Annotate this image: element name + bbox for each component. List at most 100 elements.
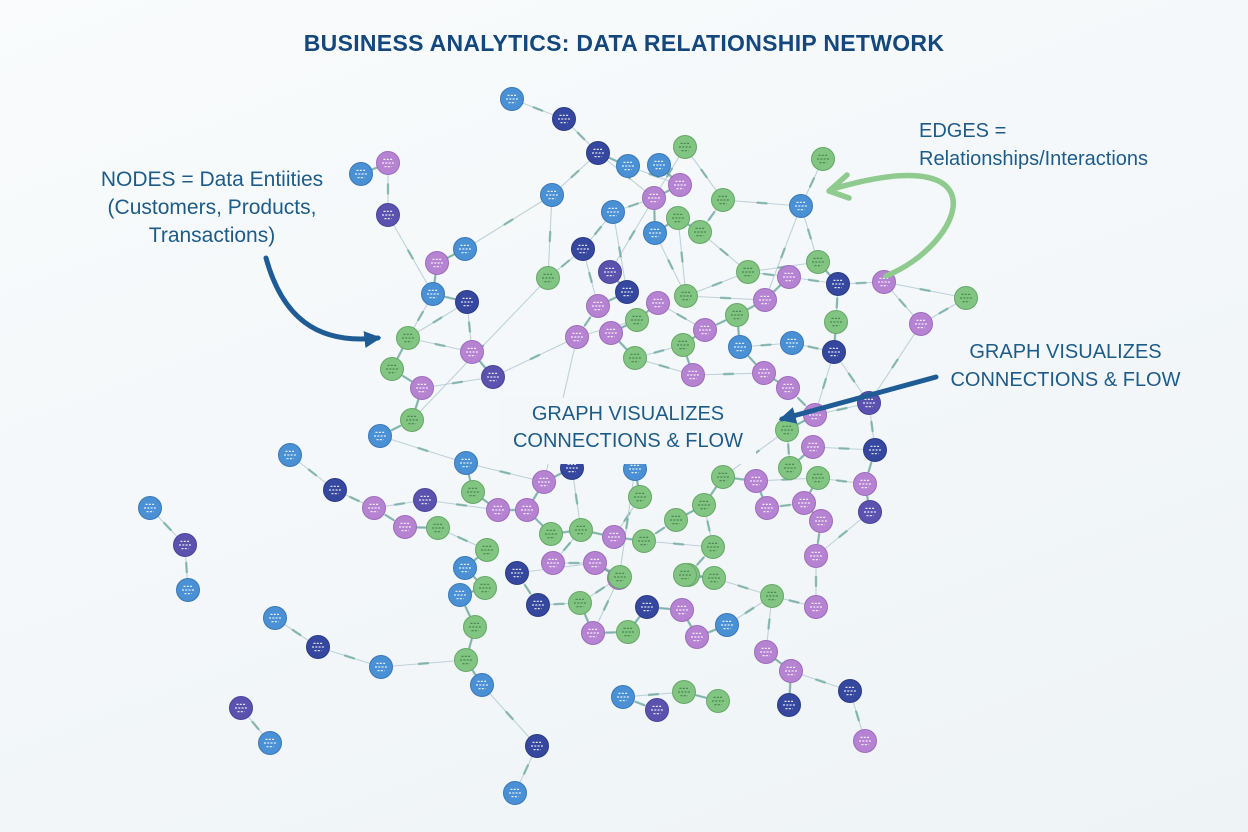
graph-edge-dash — [867, 461, 873, 473]
graph-node-circle — [668, 173, 692, 197]
graph-node — [863, 438, 887, 462]
graph-edge-dash — [788, 682, 792, 694]
graph-node — [515, 498, 539, 522]
graph-node-circle — [611, 685, 635, 709]
graph-edge-dash — [532, 106, 544, 112]
graph-edge-dash — [478, 359, 487, 370]
graph-edge-dash — [855, 710, 860, 722]
graph-edge-dash — [291, 628, 302, 637]
graph-node — [806, 466, 830, 490]
graph-node — [711, 465, 735, 489]
graph-edge-dash — [796, 453, 807, 462]
graph-node — [258, 731, 282, 755]
graph-node — [368, 424, 392, 448]
graph-edge-dash — [795, 419, 807, 426]
edges-annotation-line1: EDGES = — [919, 120, 1007, 142]
graph-node-circle — [598, 260, 622, 284]
nodes-annotation-line2: (Customers, Products, — [107, 196, 317, 219]
graph-node — [688, 220, 712, 244]
graph-edge-dash — [807, 278, 820, 283]
graph-node — [674, 284, 698, 308]
graph-node-circle — [647, 153, 671, 177]
graph-edge-dash — [767, 618, 771, 630]
graph-node-circle — [645, 698, 669, 722]
graph-node — [583, 551, 607, 575]
graph-node — [646, 291, 670, 315]
graph-edge-dash — [384, 513, 395, 522]
graph-node-circle — [455, 290, 479, 314]
graph-edge-dash — [711, 281, 723, 287]
graph-node-circle — [616, 154, 640, 178]
graph-node — [461, 480, 485, 504]
graph-node — [635, 595, 659, 619]
graph-edge-dash — [833, 331, 837, 343]
graph-node-circle — [776, 376, 800, 400]
graph-node — [526, 593, 550, 617]
graph-node — [736, 260, 760, 284]
graph-edge-dash — [822, 377, 827, 390]
graph-node — [753, 288, 777, 312]
graph-node-circle — [792, 491, 816, 515]
graph-node — [775, 418, 799, 442]
graph-node-circle — [673, 563, 697, 587]
graph-node-circle — [540, 183, 564, 207]
graph-node — [454, 648, 478, 672]
nodes-annotation-arrow — [263, 255, 382, 348]
flow-annotation-line1: GRAPH VISUALIZES — [969, 341, 1162, 363]
graph-node-circle — [581, 621, 605, 645]
graph-node — [776, 376, 800, 400]
graph-node-circle — [460, 340, 484, 364]
graph-node — [672, 680, 696, 704]
graph-node — [643, 221, 667, 245]
graph-edge-dash — [760, 343, 772, 347]
graph-node — [752, 361, 776, 385]
graph-edge-dash — [562, 541, 572, 552]
graph-node — [453, 237, 477, 261]
graph-edge-dash — [591, 531, 604, 536]
graph-node-circle — [760, 584, 784, 608]
graph-node-circle — [586, 141, 610, 165]
graph-edge-dash — [163, 522, 172, 531]
flow-annotation: GRAPH VISUALIZES CONNECTIONS & FLOW — [938, 338, 1193, 394]
graph-edge-dash — [806, 228, 813, 240]
graph-edge-dash — [414, 398, 420, 410]
graph-node — [448, 583, 472, 607]
graph-node-circle — [258, 731, 282, 755]
graph-node — [755, 496, 779, 520]
graph-node — [380, 357, 404, 381]
graph-edge-dash — [499, 470, 511, 475]
graph-node-circle — [728, 335, 752, 359]
edges-annotation-arrow — [833, 172, 956, 279]
graph-edge-dash — [552, 471, 564, 479]
page-title: BUSINESS ANALYTICS: DATA RELATIONSHIP NE… — [303, 30, 945, 56]
graph-node-circle — [672, 680, 696, 704]
graph-edge-dash — [733, 477, 746, 481]
graph-node-circle — [666, 206, 690, 230]
graph-node-circle — [616, 620, 640, 644]
graph-node-circle — [400, 408, 424, 432]
graph-node-circle — [541, 551, 565, 575]
graph-node-circle — [453, 237, 477, 261]
graph-edge-dash — [685, 354, 691, 366]
graph-edge-dash — [744, 606, 755, 615]
graph-node-circle — [396, 326, 420, 350]
graph-edge-dash — [808, 177, 816, 188]
graph-edge-dash — [676, 313, 687, 320]
graph-node — [323, 478, 347, 502]
graph-edge-dash — [696, 556, 705, 566]
graph-node-circle — [693, 318, 717, 342]
graph-node — [777, 693, 801, 717]
graph-edge-dash — [816, 532, 821, 545]
graph-edge-dash — [505, 710, 514, 721]
graph-node-circle — [809, 509, 833, 533]
graph-edge-dash — [709, 486, 718, 496]
graph-node-circle — [369, 655, 393, 679]
edges-annotation-line2: Relationships/Interactions — [919, 148, 1149, 170]
graph-node-circle — [263, 606, 287, 630]
graph-node-circle — [643, 221, 667, 245]
graph-node-circle — [463, 615, 487, 639]
graph-node — [616, 620, 640, 644]
graph-edge-dash — [919, 287, 931, 293]
graph-edge-dash — [623, 537, 635, 541]
graph-node-circle — [539, 522, 563, 546]
